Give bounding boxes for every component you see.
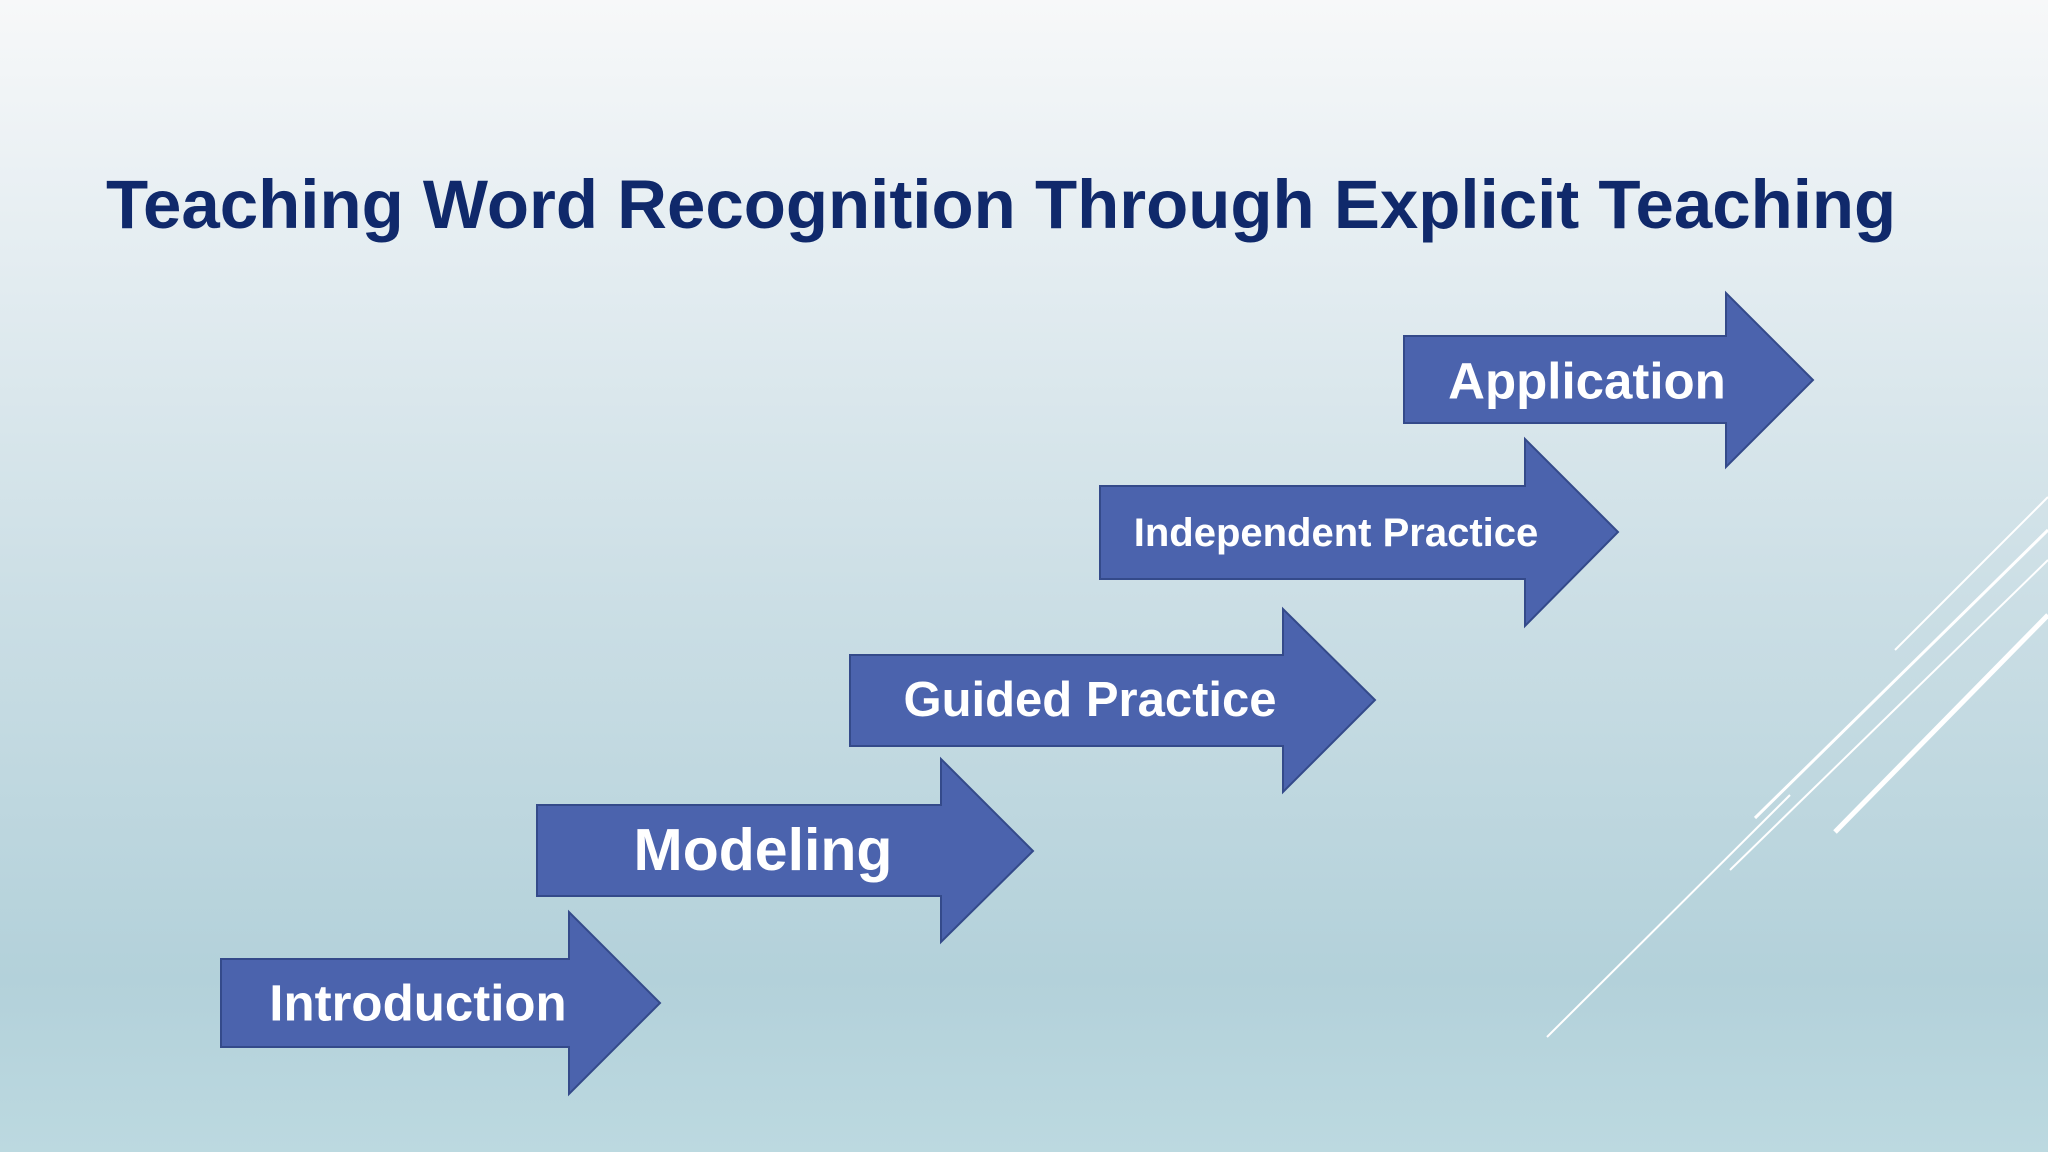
step-arrow-introduction: Introduction	[220, 909, 662, 1097]
decorative-lines	[1546, 496, 2048, 1038]
arrow-shape	[536, 756, 1035, 945]
step-label-independent-practice: Independent Practice	[1134, 511, 1539, 555]
arrow-shape	[1403, 290, 1815, 470]
step-arrow-guided-practice: Guided Practice	[849, 606, 1377, 795]
step-arrow-application: Application	[1403, 290, 1815, 470]
step-label-application: Application	[1448, 353, 1726, 410]
step-label-guided-practice: Guided Practice	[903, 673, 1276, 727]
decorative-line	[1753, 528, 2048, 820]
decorative-line	[1729, 559, 2048, 871]
decorative-line	[1833, 613, 2048, 834]
arrow-shape	[220, 909, 662, 1097]
step-arrow-independent-practice: Independent Practice	[1099, 436, 1620, 629]
step-label-modeling: Modeling	[634, 817, 893, 883]
decorative-line	[1894, 496, 2048, 651]
step-label-introduction: Introduction	[269, 975, 566, 1032]
arrow-shape	[1099, 436, 1620, 629]
step-arrow-modeling: Modeling	[536, 756, 1035, 945]
slide-title: Teaching Word Recognition Through Explic…	[106, 166, 1897, 243]
arrow-shape	[849, 606, 1377, 795]
decorative-line	[1546, 794, 1791, 1038]
